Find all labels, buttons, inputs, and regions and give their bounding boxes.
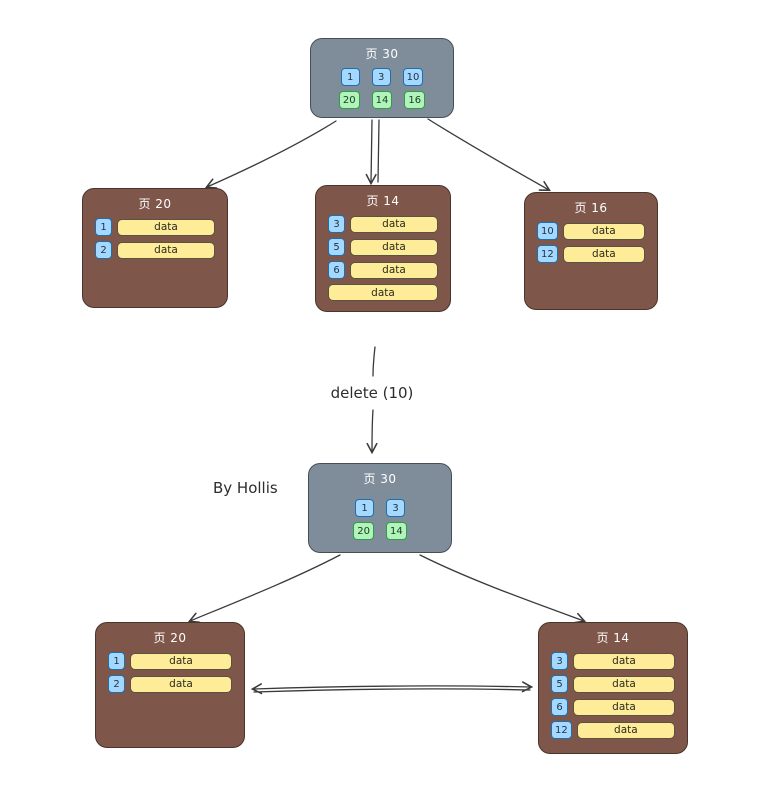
pointer-row: 20 14 16	[338, 91, 426, 109]
node-page30-after: 页 30 1 3 20 14	[308, 463, 452, 553]
key-row: 1 3	[355, 499, 405, 517]
data-cell: data	[350, 261, 438, 279]
node-page20-after: 页 20 1 data 2 data	[95, 622, 245, 748]
pointer-cell: 16	[404, 91, 426, 109]
node-page30-before: 页 30 1 3 10 20 14 16	[310, 38, 454, 118]
data-cell: data	[576, 721, 675, 739]
record-rows: 3 data 5 data 6 data data	[326, 215, 440, 301]
data-cell: data	[562, 222, 645, 240]
key-cell: 5	[551, 675, 568, 693]
record-rows: 1 data 2 data	[106, 652, 234, 693]
arrow-sibling-link	[250, 681, 534, 695]
node-page16-before: 页 16 10 data 12 data	[524, 192, 658, 310]
pointer-cell: 14	[386, 522, 407, 540]
record-row: 3 data	[551, 652, 675, 670]
record-row: 3 data	[328, 215, 438, 233]
data-cell: data	[573, 675, 675, 693]
key-cell: 3	[551, 652, 568, 670]
arrow-before-root-to-page14-double	[377, 119, 380, 183]
node-title: 页 30	[365, 47, 399, 61]
record-row: 12 data	[537, 245, 645, 263]
key-cell: 10	[537, 222, 558, 240]
key-cell: 1	[108, 652, 125, 670]
node-page14-after: 页 14 3 data 5 data 6 data 12 data	[538, 622, 688, 754]
data-cell: data	[117, 241, 215, 259]
record-row: data	[328, 284, 438, 301]
key-cell: 1	[340, 68, 360, 86]
record-row: 12 data	[551, 721, 675, 739]
node-page20-before: 页 20 1 data 2 data	[82, 188, 228, 308]
data-cell: data	[573, 652, 675, 670]
record-row: 2 data	[95, 241, 215, 259]
arrow-sibling-link-double	[253, 688, 531, 693]
pointer-cell: 20	[338, 91, 360, 109]
record-row: 10 data	[537, 222, 645, 240]
arrow-after-root-to-page14	[419, 554, 587, 624]
key-cell: 2	[95, 241, 112, 259]
key-cell: 2	[108, 675, 125, 693]
node-title: 页 14	[596, 631, 630, 645]
record-rows: 1 data 2 data	[93, 218, 217, 259]
record-row: 6 data	[328, 261, 438, 279]
key-cell: 10	[402, 68, 424, 86]
record-row: 5 data	[328, 238, 438, 256]
data-cell: data	[130, 675, 232, 693]
record-row: 1 data	[95, 218, 215, 236]
key-cell: 5	[328, 238, 345, 256]
node-title: 页 20	[153, 631, 187, 645]
key-cell: 3	[328, 215, 345, 233]
record-row: 5 data	[551, 675, 675, 693]
arrow-delete-upper-segment	[372, 346, 376, 377]
pointer-cell: 20	[353, 522, 374, 540]
arrow-after-root-to-page20	[187, 554, 341, 623]
arrow-delete-lower-segment	[366, 409, 378, 455]
key-cell: 6	[328, 261, 345, 279]
node-title: 页 14	[366, 194, 400, 208]
data-cell: data	[562, 245, 645, 263]
key-cell: 3	[386, 499, 405, 517]
key-cell: 6	[551, 698, 568, 716]
arrow-before-root-to-page20	[204, 120, 337, 189]
key-cell: 1	[95, 218, 112, 236]
record-row: 6 data	[551, 698, 675, 716]
node-title: 页 16	[574, 201, 608, 215]
node-title: 页 20	[138, 197, 172, 211]
arrow-before-root-to-page14	[365, 119, 377, 186]
key-cell: 12	[537, 245, 558, 263]
key-cell: 12	[551, 721, 572, 739]
data-cell: data	[328, 284, 438, 301]
node-title: 页 30	[363, 472, 397, 486]
key-row: 1 3 10	[340, 68, 424, 86]
key-cell: 1	[355, 499, 374, 517]
record-rows: 10 data 12 data	[535, 222, 647, 263]
record-rows: 3 data 5 data 6 data 12 data	[549, 652, 677, 739]
data-cell: data	[573, 698, 675, 716]
credit-label: By Hollis	[213, 479, 278, 497]
data-cell: data	[117, 218, 215, 236]
record-row: 1 data	[108, 652, 232, 670]
data-cell: data	[350, 238, 438, 256]
record-row: 2 data	[108, 675, 232, 693]
pointer-cell: 14	[371, 91, 393, 109]
key-cell: 3	[371, 68, 391, 86]
arrow-before-root-to-page16	[427, 118, 551, 192]
node-page14-before: 页 14 3 data 5 data 6 data data	[315, 185, 451, 312]
pointer-row: 20 14	[353, 522, 407, 540]
data-cell: data	[130, 652, 232, 670]
data-cell: data	[350, 215, 438, 233]
operation-label: delete (10)	[330, 384, 414, 402]
